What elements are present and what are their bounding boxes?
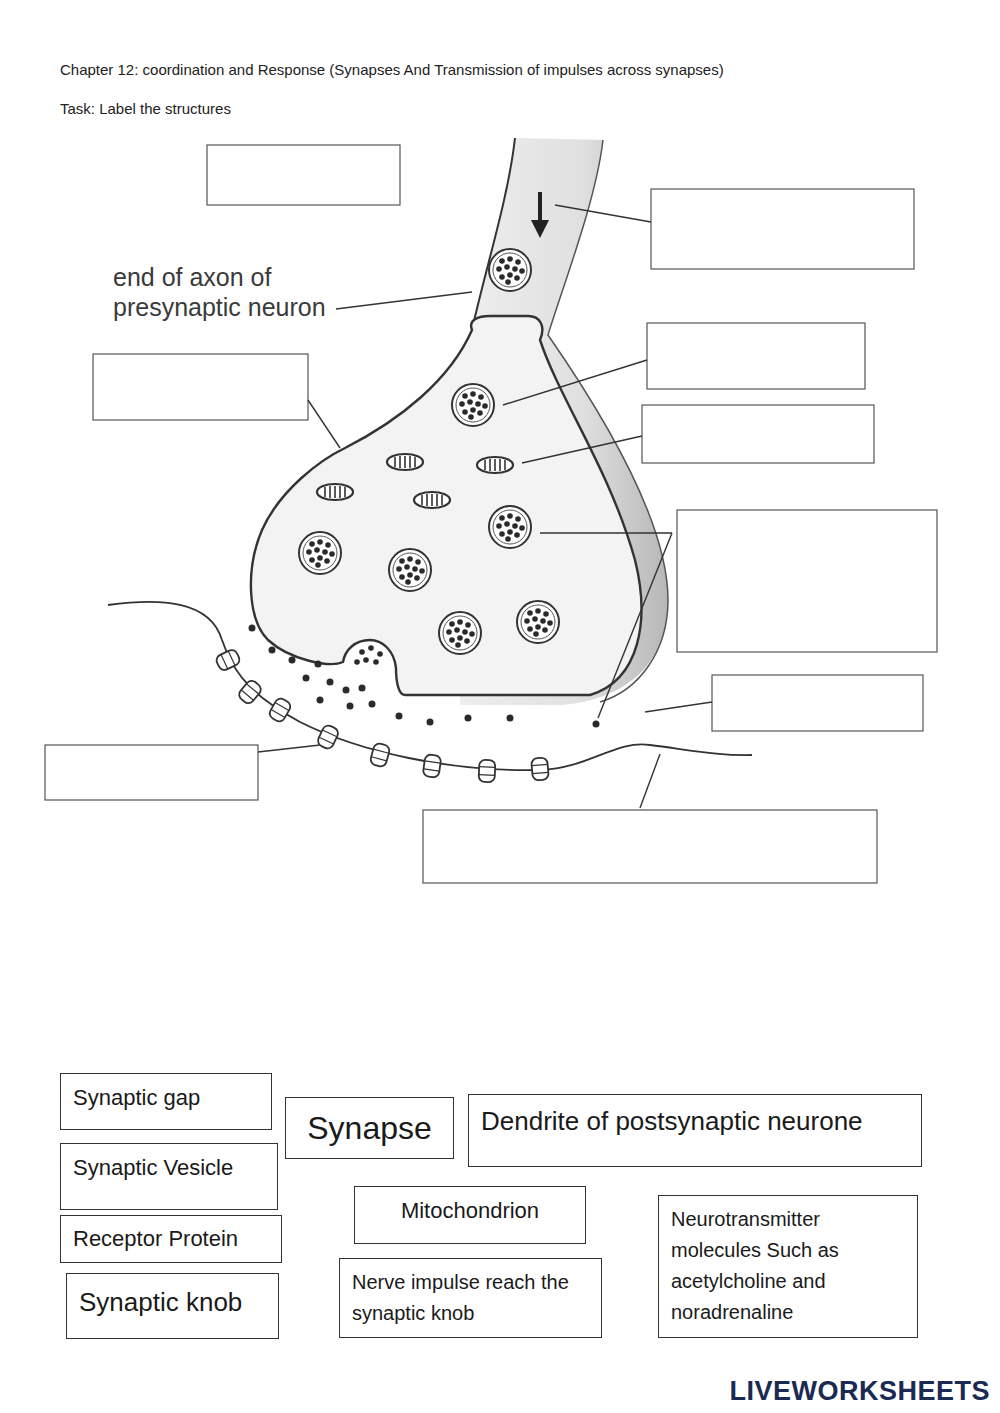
word-bank-box: Mitochondrion: [354, 1186, 586, 1244]
word-bank-text: Receptor Protein: [73, 1225, 238, 1253]
word-bank-box: Synaptic gap: [60, 1073, 272, 1130]
word-bank-box: Neurotransmitter molecules Such as acety…: [658, 1195, 918, 1338]
word-bank-box: Synaptic Vesicle: [60, 1143, 278, 1210]
word-bank-text: Dendrite of postsynaptic neurone: [481, 1105, 863, 1138]
word-bank-text: Neurotransmitter molecules Such as acety…: [671, 1204, 905, 1328]
word-bank-box: Synapse: [285, 1097, 454, 1159]
word-bank-text: Synaptic Vesicle: [73, 1154, 233, 1182]
worksheet-title: Chapter 12: coordination and Response (S…: [60, 61, 990, 78]
word-bank-text: Nerve impulse reach the synaptic knob: [352, 1267, 589, 1329]
word-bank-text: Synaptic knob: [79, 1286, 242, 1319]
word-bank-box: Synaptic knob: [66, 1273, 279, 1339]
word-bank-box: Dendrite of postsynaptic neurone: [468, 1094, 922, 1167]
word-bank-text: Mitochondrion: [401, 1197, 539, 1225]
part-label: end of axon of presynaptic neuron: [113, 262, 363, 322]
word-bank-text: Synaptic gap: [73, 1084, 200, 1112]
word-bank-box: Receptor Protein: [60, 1215, 282, 1263]
watermark: LIVEWORKSHEETS: [729, 1375, 990, 1407]
word-bank-text: Synapse: [307, 1108, 432, 1148]
word-bank-box: Nerve impulse reach the synaptic knob: [339, 1258, 602, 1338]
task-instruction: Task: Label the structures: [60, 100, 660, 118]
